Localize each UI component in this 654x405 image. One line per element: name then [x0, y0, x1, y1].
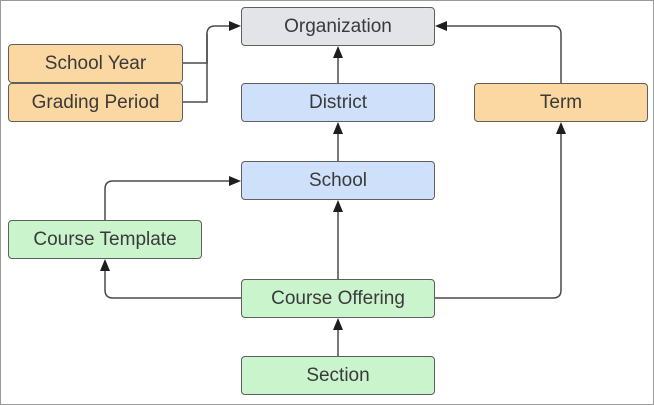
node-term: Term — [474, 83, 648, 122]
arrowhead-school-left — [229, 176, 241, 186]
arrowhead-term-bottom — [556, 122, 566, 134]
arrowhead-organization-left — [229, 21, 241, 31]
edge-course-template-to-school — [104, 180, 229, 220]
arrowhead-organization-bottom — [333, 46, 343, 58]
arrowhead-school-bottom — [333, 200, 343, 212]
node-organization: Organization — [241, 7, 435, 46]
edge-grading-period-to-organization — [183, 34, 208, 103]
arrowhead-district-bottom — [333, 122, 343, 134]
edge-school-year-to-organization — [183, 25, 229, 64]
node-course-offering: Course Offering — [241, 279, 435, 318]
edge-course-offering-to-term — [435, 134, 562, 299]
node-school: School — [241, 161, 435, 200]
node-district: District — [241, 83, 435, 122]
arrowhead-course-template-bottom — [100, 259, 110, 271]
node-course-template: Course Template — [8, 220, 202, 259]
node-section: Section — [241, 356, 435, 395]
node-grading-period: Grading Period — [8, 83, 183, 122]
edge-course-offering-to-course-template — [104, 271, 241, 299]
arrowhead-organization-right — [435, 21, 447, 31]
edge-term-to-organization — [447, 25, 562, 83]
node-school-year: School Year — [8, 44, 183, 83]
arrowhead-course-offering-bottom — [333, 318, 343, 330]
